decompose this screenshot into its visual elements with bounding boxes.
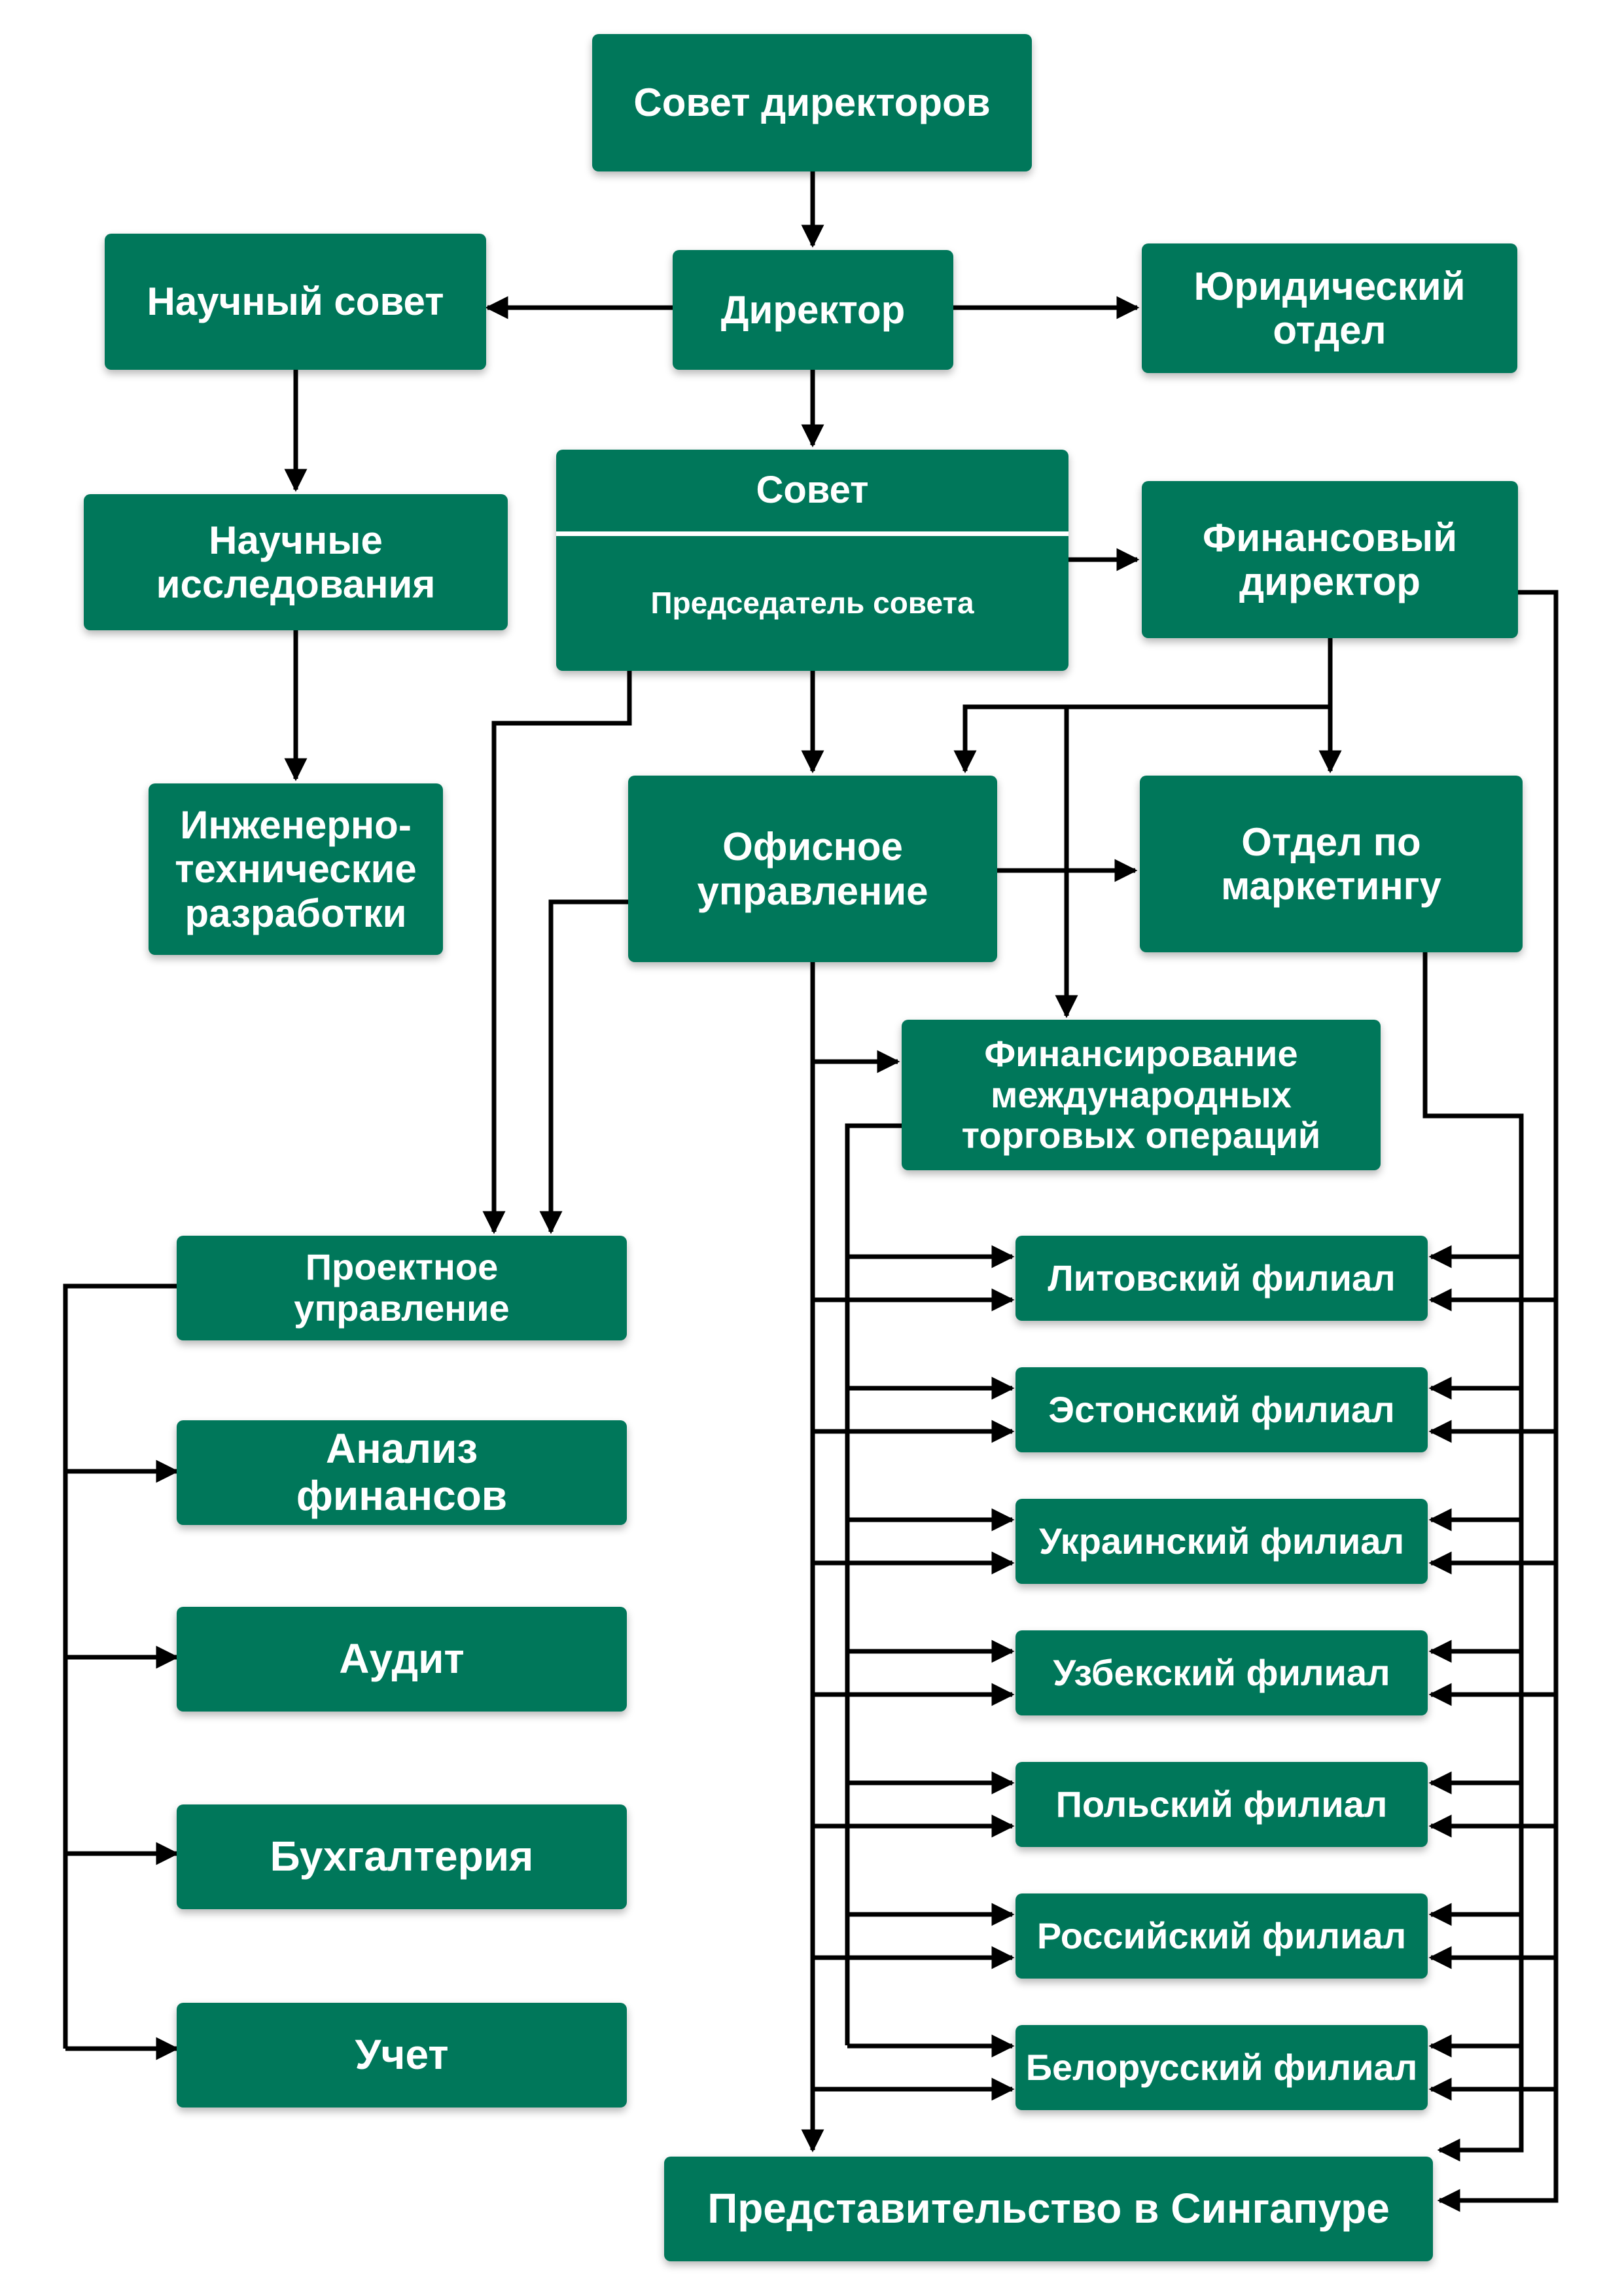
- council-divider: [556, 531, 1068, 536]
- scientific-research-box: Научные исследования: [84, 494, 508, 630]
- legal-department-box: Юридический отдел: [1142, 243, 1517, 373]
- marketing-department-box: Отдел по маркетингу: [1140, 776, 1523, 952]
- branch-box: Украинский филиал: [1015, 1499, 1428, 1584]
- financial-analysis-label: Анализ финансов: [296, 1425, 508, 1519]
- connector-intfin-trunk: [845, 1123, 902, 2045]
- connector-office-project: [539, 899, 628, 1234]
- legal-department-label: Юридический отдел: [1193, 264, 1466, 352]
- connector-marketing-trunk: [1422, 952, 1524, 2162]
- branch-box: Литовский филиал: [1015, 1236, 1428, 1321]
- international-trade-financing-label: Финансирование международных торговых оп…: [961, 1032, 1321, 1157]
- branch-box: Белорусский филиал: [1015, 2025, 1428, 2110]
- bookkeeping-box: Бухгалтерия: [177, 1804, 627, 1909]
- connector-council-project: [482, 671, 632, 1234]
- scientific-council-box: Научный совет: [105, 234, 486, 370]
- branch-box: Эстонский филиал: [1015, 1367, 1428, 1452]
- project-management-label: Проектное управление: [294, 1246, 510, 1329]
- financial-director-label: Финансовый директор: [1203, 515, 1457, 603]
- office-management-label: Офисное управление: [697, 825, 928, 913]
- international-trade-financing-box: Финансирование международных торговых оп…: [902, 1020, 1381, 1170]
- branch-box: Узбекский филиал: [1015, 1630, 1428, 1715]
- project-management-box: Проектное управление: [177, 1236, 627, 1340]
- singapore-office-box: Представительство в Сингапуре: [664, 2157, 1433, 2261]
- board-of-directors-box: Совет директоров: [592, 34, 1032, 171]
- branch-box: Российский филиал: [1015, 1893, 1428, 1979]
- connector-project-trunk: [63, 1283, 177, 2049]
- accounting-box: Учет: [177, 2003, 627, 2108]
- connector-findir-trunk: [1437, 590, 1559, 2212]
- council-chairman: Председатель совета: [650, 586, 974, 620]
- council-box: Совет Председатель совета: [556, 450, 1068, 671]
- connector-findir-bus: [953, 638, 1333, 774]
- audit-box: Аудит: [177, 1607, 627, 1712]
- council-title: Совет: [756, 469, 869, 512]
- branch-box: Польский филиал: [1015, 1762, 1428, 1847]
- scientific-research-label: Научные исследования: [156, 518, 436, 606]
- branch-connectors: [813, 1245, 1556, 2101]
- financial-director-box: Финансовый директор: [1142, 481, 1518, 638]
- engineering-development-box: Инженерно-технические разработки: [149, 783, 443, 955]
- marketing-department-label: Отдел по маркетингу: [1220, 819, 1442, 908]
- director-box: Директор: [673, 250, 953, 370]
- financial-analysis-box: Анализ финансов: [177, 1420, 627, 1525]
- office-management-box: Офисное управление: [628, 776, 997, 962]
- engineering-development-label: Инженерно-технические разработки: [175, 803, 417, 935]
